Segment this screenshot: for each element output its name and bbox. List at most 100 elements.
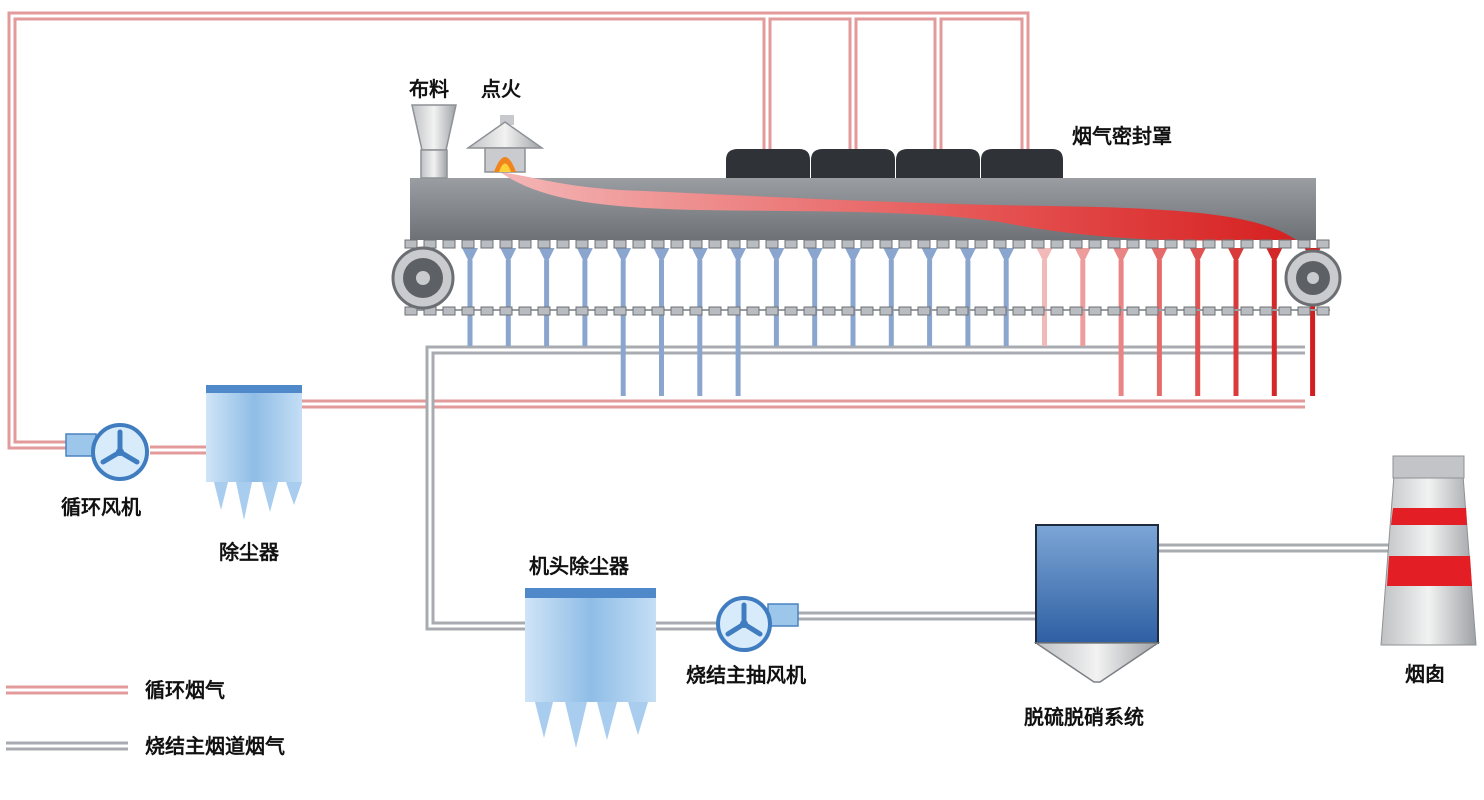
pallet-link bbox=[841, 306, 855, 316]
wind-box-funnel bbox=[768, 248, 785, 260]
pallet-link bbox=[1278, 239, 1292, 249]
drive-sprocket bbox=[391, 246, 455, 310]
chimney-icon bbox=[1380, 455, 1477, 646]
pallet-link bbox=[461, 306, 475, 316]
wind-box-funnel bbox=[1189, 248, 1206, 260]
wind-box-funnel bbox=[883, 248, 900, 260]
pallet-link bbox=[784, 306, 798, 316]
pallet-link bbox=[632, 306, 646, 316]
recirculation-pipes bbox=[7, 11, 1305, 455]
combustion-zone bbox=[500, 172, 1296, 241]
pallet-link bbox=[1050, 306, 1064, 316]
pallet-link bbox=[1221, 239, 1235, 249]
pallet-link bbox=[1069, 306, 1083, 316]
pallet-link bbox=[537, 239, 551, 249]
pallet-link bbox=[860, 306, 874, 316]
pallet-link bbox=[955, 239, 969, 249]
pallet-chain bbox=[404, 239, 1330, 316]
wind-box-funnel bbox=[691, 248, 708, 260]
ignition-furnace-icon bbox=[465, 115, 545, 173]
pallet-link bbox=[841, 239, 855, 249]
pallet-link bbox=[1278, 306, 1292, 316]
sinter-machine bbox=[391, 172, 1342, 316]
desulfurization-tower-icon bbox=[1033, 524, 1161, 683]
pallet-link bbox=[480, 239, 494, 249]
pallet-link bbox=[784, 239, 798, 249]
pallet-link bbox=[518, 239, 532, 249]
label-desulfurization-system: 脱硫脱硝系统 bbox=[1024, 705, 1144, 729]
label-head-dust-collector: 机头除尘器 bbox=[529, 554, 629, 578]
pallet-link bbox=[1240, 306, 1254, 316]
wind-box-funnel bbox=[1228, 248, 1244, 260]
wind-boxes bbox=[462, 248, 1321, 396]
pallet-link bbox=[746, 306, 760, 316]
pallet-link bbox=[936, 239, 950, 249]
circulating-fan-icon bbox=[65, 423, 149, 481]
pallet-link bbox=[689, 306, 703, 316]
pallet-link bbox=[1012, 306, 1026, 316]
pallet-link bbox=[556, 239, 570, 249]
pallet-link bbox=[1183, 306, 1197, 316]
wind-box-funnel bbox=[959, 248, 976, 260]
pallet-link bbox=[708, 306, 722, 316]
main-flue-pipes bbox=[425, 345, 1395, 631]
pallet-link bbox=[765, 306, 779, 316]
pallet-link bbox=[1164, 306, 1178, 316]
pallet-link bbox=[499, 239, 513, 249]
pallet-link bbox=[803, 239, 817, 249]
pallet-link bbox=[993, 239, 1007, 249]
pallet-link bbox=[822, 306, 836, 316]
pallet-link bbox=[613, 239, 627, 249]
label-circulating-fan: 循环风机 bbox=[61, 495, 141, 519]
pallet-link bbox=[651, 239, 665, 249]
pallet-link bbox=[575, 239, 589, 249]
pallet-link bbox=[1145, 239, 1159, 249]
pallet-link bbox=[708, 239, 722, 249]
wind-box-funnel bbox=[1151, 248, 1168, 260]
label-main-exhaust-fan: 烧结主抽风机 bbox=[686, 663, 806, 687]
pallet-link bbox=[461, 239, 475, 249]
pallet-link bbox=[993, 306, 1007, 316]
wind-box-funnel bbox=[1036, 248, 1053, 260]
pallet-link bbox=[879, 306, 893, 316]
pallet-link bbox=[974, 239, 988, 249]
wind-box-funnel bbox=[1113, 248, 1130, 260]
wind-box-funnel bbox=[806, 248, 823, 260]
pallet-link bbox=[860, 239, 874, 249]
pallet-link bbox=[917, 306, 931, 316]
pallet-link bbox=[917, 239, 931, 249]
dust-collector-icon bbox=[206, 385, 302, 520]
label-dust-collector: 除尘器 bbox=[219, 540, 279, 564]
label-feeding: 布料 bbox=[409, 77, 449, 101]
main-exhaust-fan-icon bbox=[716, 596, 799, 652]
wind-box-funnel bbox=[1266, 248, 1283, 260]
pallet-link bbox=[1202, 306, 1216, 316]
label-ignition: 点火 bbox=[481, 77, 521, 101]
pallet-link bbox=[1031, 306, 1045, 316]
pallet-link bbox=[613, 306, 627, 316]
pallet-link bbox=[575, 306, 589, 316]
pallet-link bbox=[936, 306, 950, 316]
pallet-link bbox=[651, 306, 665, 316]
feeder-hopper-icon bbox=[411, 104, 457, 179]
pallet-link bbox=[727, 239, 741, 249]
pallet-link bbox=[670, 306, 684, 316]
pallet-link bbox=[765, 239, 779, 249]
pallet-link bbox=[594, 239, 608, 249]
pallet-link bbox=[1221, 306, 1235, 316]
pallet-link bbox=[822, 239, 836, 249]
pallet-link bbox=[480, 306, 494, 316]
wind-box-funnel bbox=[462, 248, 478, 260]
pallet-link bbox=[1183, 239, 1197, 249]
wind-box-funnel bbox=[576, 248, 593, 260]
pallet-link bbox=[1240, 239, 1254, 249]
pallet-link bbox=[727, 306, 741, 316]
pallet-link bbox=[1069, 239, 1083, 249]
pallet-link bbox=[632, 239, 646, 249]
pallet-link bbox=[898, 306, 912, 316]
pallet-link bbox=[1164, 239, 1178, 249]
wind-box-funnel bbox=[500, 248, 517, 260]
pallet-link bbox=[689, 239, 703, 249]
legend-label-recirc: 循环烟气 bbox=[145, 678, 225, 702]
